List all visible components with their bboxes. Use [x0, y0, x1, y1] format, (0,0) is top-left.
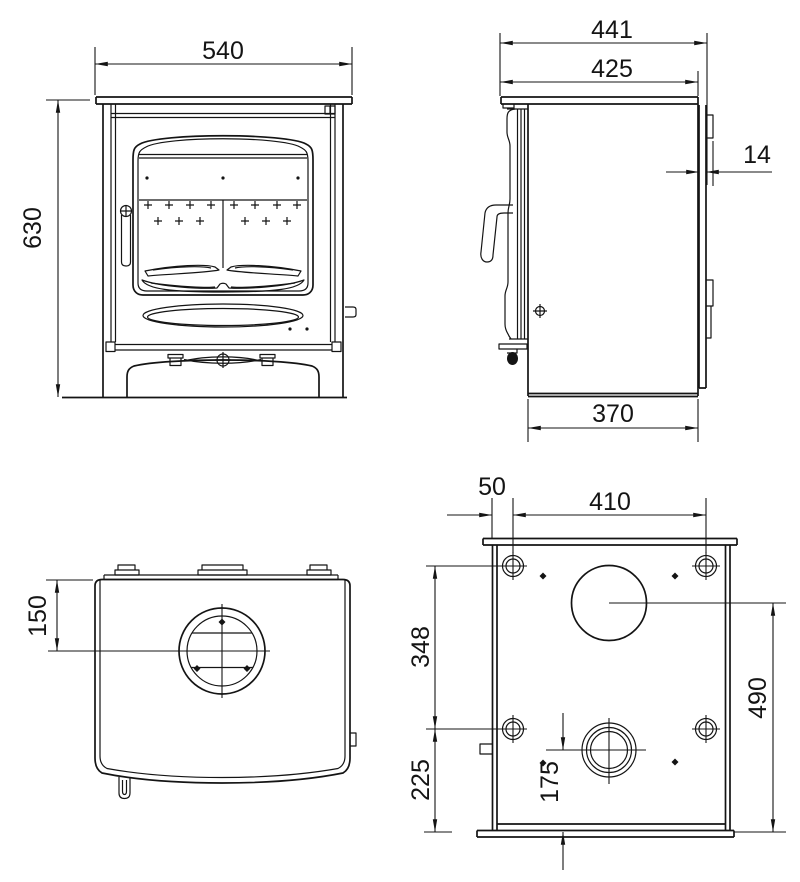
rear-heat-shield — [698, 105, 707, 389]
plinth — [126, 352, 320, 397]
fixing-hole — [692, 552, 720, 580]
bottom-flue-opening — [546, 718, 646, 784]
dim-top-flue-front-label: 490 — [744, 677, 772, 719]
door-handle-side — [480, 204, 513, 263]
fixing-hole — [499, 552, 527, 580]
door-handle — [119, 204, 133, 267]
fixing-holes — [499, 552, 720, 743]
extension-lines — [499, 33, 714, 442]
glass-dot — [145, 176, 149, 180]
glass-top-bar — [139, 153, 307, 159]
bottom-view-dimensions: 50 410 348 225 175 490 — [407, 473, 786, 870]
door-inner-frame — [137, 138, 309, 292]
base-band — [105, 341, 342, 353]
bottom-stove-outline — [476, 537, 738, 838]
dim-front-width-label: 540 — [202, 37, 244, 65]
top-view: 150 — [24, 564, 357, 800]
bottom-view: 50 410 348 225 175 490 — [407, 473, 786, 870]
side-view: 441 425 14 370 — [480, 16, 772, 442]
extension-lines — [424, 498, 786, 833]
door-layers — [507, 108, 528, 340]
top-view-dimensions: 150 — [24, 579, 93, 651]
air-vent-oval — [142, 303, 304, 328]
rear-lip — [482, 537, 738, 546]
top-stove-outline — [48, 564, 357, 800]
extension-lines — [46, 47, 353, 101]
front-lip — [476, 823, 735, 838]
side-knob-top-view — [350, 732, 357, 747]
dim-front-height-label: 630 — [19, 207, 47, 249]
side-walls — [491, 545, 731, 831]
rear-bracket-tabs — [706, 114, 714, 339]
flue-collar — [48, 604, 270, 698]
top-plate-side — [500, 96, 699, 105]
inner-frame — [110, 104, 336, 342]
glass-dot — [221, 176, 225, 180]
dim-bottom-fixing-depth-label: 348 — [407, 626, 435, 668]
body-side — [527, 104, 699, 398]
glass-dot — [296, 176, 300, 180]
top-plate-outline — [94, 578, 351, 784]
stove-door — [132, 134, 314, 296]
top-plate — [95, 96, 353, 105]
dim-bottom-front-fixing-label: 225 — [407, 759, 435, 801]
front-view-dimensions: 540 630 — [19, 37, 353, 397]
dim-side-top-depth-label: 425 — [591, 55, 633, 83]
top-flue-opening — [570, 564, 648, 642]
top-plate-inner-edge — [99, 580, 346, 779]
glass-plus-marks-row1 — [144, 201, 301, 209]
door-latch — [498, 343, 528, 365]
air-control-slider — [324, 105, 336, 115]
glass-divider — [139, 199, 307, 268]
side-view-dimensions: 441 425 14 370 — [499, 16, 772, 442]
stove-body — [62, 104, 347, 399]
dim-side-body-depth-label: 370 — [592, 400, 634, 428]
dim-bottom-edge-offset-label: 50 — [478, 473, 506, 501]
top-plate-lip — [502, 104, 515, 109]
vent-dot — [288, 327, 292, 331]
dim-side-rear-gap-label: 14 — [743, 141, 771, 169]
handle-stub — [118, 777, 131, 800]
dim-top-flue-from-rear-label: 150 — [24, 595, 52, 637]
door-screw — [533, 304, 547, 318]
vent-dot — [305, 327, 309, 331]
dim-side-overall-depth-label: 441 — [591, 16, 633, 44]
front-stove-outline — [62, 96, 357, 399]
flue-centerlines — [48, 604, 270, 698]
log-retainer — [141, 264, 305, 293]
rear-tabs — [114, 564, 332, 576]
front-view: 540 630 — [19, 37, 357, 399]
dim-bottom-fixing-width-label: 410 — [589, 488, 631, 516]
glass-plus-marks-row2 — [154, 217, 291, 225]
fixing-hole — [499, 715, 527, 743]
dim-bottom-flue-front-label: 175 — [536, 761, 564, 803]
fixing-hole — [692, 715, 720, 743]
left-tab-bottom-view — [479, 743, 492, 755]
side-stove-outline — [480, 96, 714, 398]
side-knob — [345, 306, 357, 318]
door-front-profile — [504, 108, 516, 340]
